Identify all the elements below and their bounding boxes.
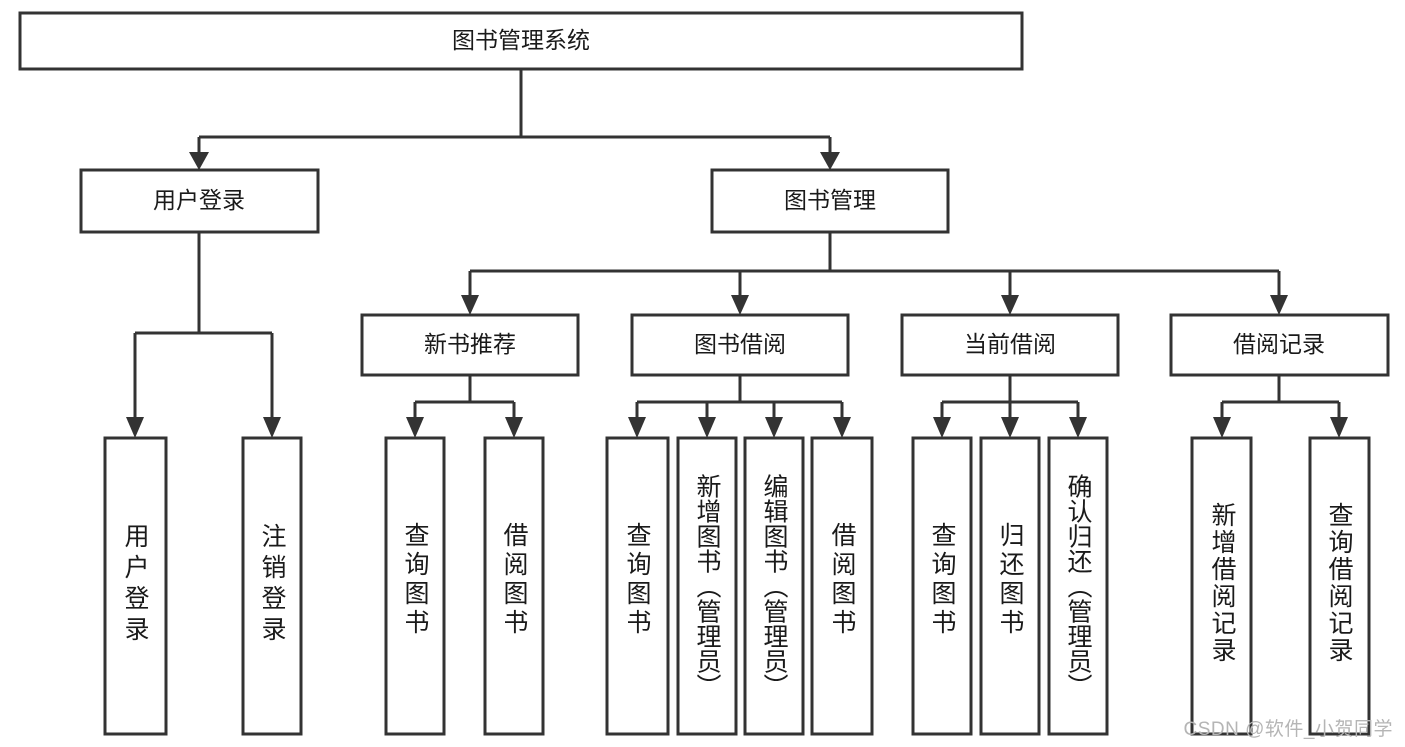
node-box[interactable] [360,313,580,377]
arrow-head-icon [461,295,479,315]
node-label: 用户登录 [121,523,150,647]
node-box[interactable] [384,436,446,736]
arrow-head-icon [1001,417,1019,438]
node-label: 用户登录 [153,187,245,213]
node-leaf-user-logout[interactable]: 注销登录 [241,436,303,736]
node-root[interactable]: 图书管理系统 [18,11,1024,71]
arrow-head-icon [505,417,523,438]
arrow-head-icon [1001,295,1019,315]
node-user-login[interactable]: 用户登录 [79,168,320,234]
node-box[interactable] [710,168,950,234]
node-box[interactable] [18,11,1024,71]
arrow-head-icon [263,417,281,438]
arrow-head-icon [1213,417,1231,438]
node-label: 新增图书（管理员） [693,474,722,699]
node-leaf-edit-book[interactable]: 编辑图书（管理员） [743,436,805,736]
node-leaf-borrow-book-2[interactable]: 借阅图书 [810,436,874,736]
node-book-borrow[interactable]: 图书借阅 [630,313,850,377]
node-label: 确认归还（管理员） [1064,474,1093,699]
arrow-head-icon [1069,417,1087,438]
node-leaf-query-book-1[interactable]: 查询图书 [384,436,446,736]
node-label: 借阅图书 [500,522,529,638]
connector-userlogin-to-leaves [126,232,281,438]
node-leaf-query-book-2[interactable]: 查询图书 [605,436,670,736]
node-leaf-borrow-book-1[interactable]: 借阅图书 [483,436,545,736]
node-box[interactable] [743,436,805,736]
node-label: 借阅记录 [1233,331,1325,357]
node-label: 查询借阅记录 [1325,502,1354,664]
node-leaf-add-record[interactable]: 新增借阅记录 [1190,436,1253,736]
node-book-manage[interactable]: 图书管理 [710,168,950,234]
node-leaf-query-book-3[interactable]: 查询图书 [911,436,973,736]
connector-root-to-level2 [189,69,840,170]
node-label: 编辑图书（管理员） [760,474,789,699]
node-borrow-record[interactable]: 借阅记录 [1169,313,1390,377]
connector-borrowrecord-to-leaves [1213,375,1348,438]
arrow-head-icon [126,417,144,438]
arrow-head-icon [833,417,851,438]
arrow-head-icon [189,152,209,170]
node-label: 图书借阅 [694,331,786,357]
node-leaf-confirm-return[interactable]: 确认归还（管理员） [1047,436,1109,736]
node-box[interactable] [241,436,303,736]
node-box[interactable] [810,436,874,736]
node-leaf-user-login[interactable]: 用户登录 [103,436,168,736]
arrow-head-icon [698,417,716,438]
node-label: 归还图书 [996,522,1025,638]
node-box[interactable] [1190,436,1253,736]
node-box[interactable] [630,313,850,377]
node-box[interactable] [483,436,545,736]
connector-newbook-to-leaves [406,375,523,438]
arrow-head-icon [1330,417,1348,438]
arrow-head-icon [406,417,424,438]
node-label: 图书管理系统 [452,27,590,53]
node-leaf-query-record[interactable]: 查询借阅记录 [1308,436,1371,736]
node-leaf-return-book[interactable]: 归还图书 [979,436,1041,736]
node-label: 查询图书 [623,522,652,638]
node-current-borrow[interactable]: 当前借阅 [900,313,1120,377]
node-leaf-add-book[interactable]: 新增图书（管理员） [676,436,738,736]
node-box[interactable] [900,313,1120,377]
node-box[interactable] [103,436,168,736]
node-box[interactable] [605,436,670,736]
connector-currentborrow-to-leaves [933,375,1087,438]
node-label: 当前借阅 [964,331,1056,357]
connector-bookmanage-to-level3 [461,232,1288,315]
node-label: 新书推荐 [424,331,516,357]
node-box[interactable] [1047,436,1109,736]
node-label: 图书管理 [784,187,876,213]
node-label: 查询图书 [928,522,957,638]
node-box[interactable] [1169,313,1390,377]
node-box[interactable] [911,436,973,736]
node-box[interactable] [979,436,1041,736]
node-new-book-recommend[interactable]: 新书推荐 [360,313,580,377]
watermark-text: CSDN @软件_小贺同学 [1183,719,1393,740]
node-label: 借阅图书 [828,522,857,638]
node-label: 注销登录 [258,523,287,647]
node-box[interactable] [1308,436,1371,736]
node-box[interactable] [676,436,738,736]
arrow-head-icon [933,417,951,438]
node-label: 查询图书 [401,522,430,638]
arrow-head-icon [1270,295,1288,315]
arrow-head-icon [820,152,840,170]
arrow-head-icon [731,295,749,315]
arrow-head-icon [628,417,646,438]
arrow-head-icon [765,417,783,438]
node-box[interactable] [79,168,320,234]
connector-bookborrow-to-leaves [628,375,851,438]
node-label: 新增借阅记录 [1208,502,1237,664]
